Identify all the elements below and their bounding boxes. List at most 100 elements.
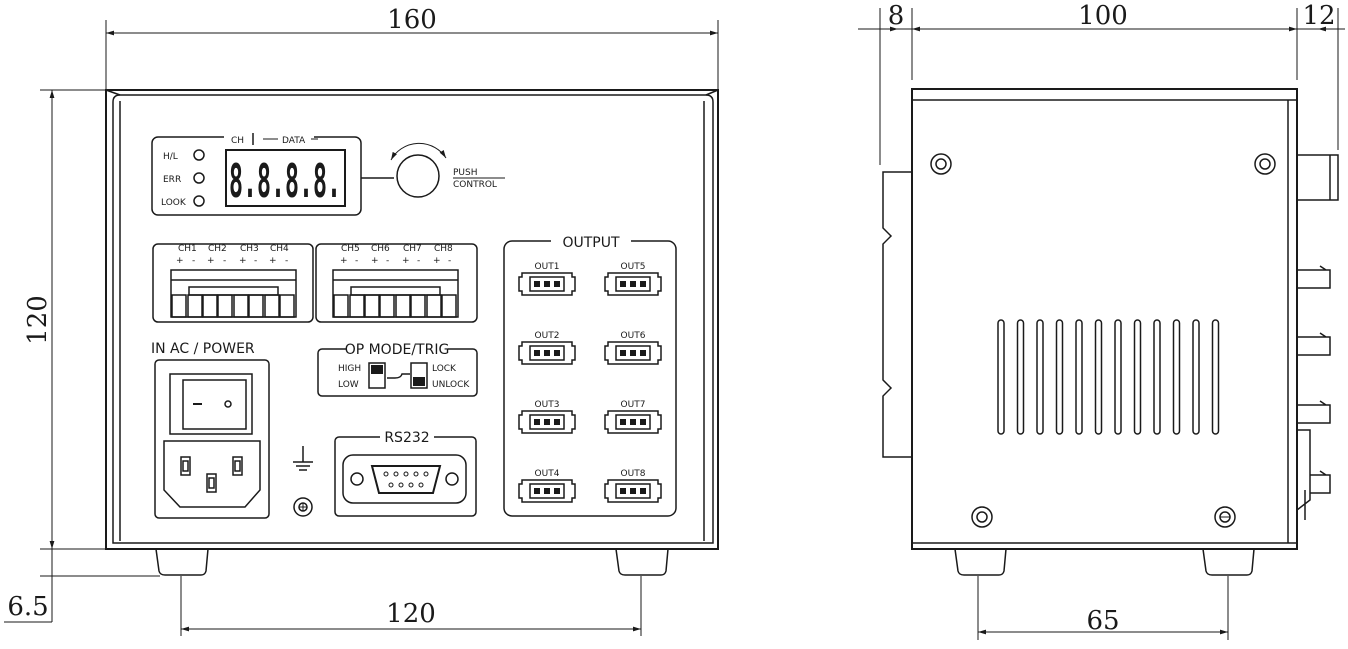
dim-side-depth: 100 [1078,1,1128,31]
polarity-plus: + [176,256,184,266]
side-connectors [1296,265,1331,520]
polarity-minus: - [448,256,451,266]
dim-side-left: 8 [888,1,905,31]
op-mode-title: OP MODE/TRIG [345,342,450,358]
push-label: PUSH [453,168,478,178]
terminal-ch1-label: CH1 [178,244,197,254]
lock-unlock-switch[interactable] [410,362,428,389]
data-label: DATA [282,136,306,146]
op-low-label: LOW [338,380,359,390]
ac-inlet-socket[interactable] [163,440,261,508]
rs232-panel: RS232 [334,430,477,517]
output-port[interactable]: OUT2 [518,331,576,365]
power-switch[interactable] [169,373,253,435]
power-section: IN AC / POWER [151,341,270,519]
front-view: 160 120 6.5 120 [4,5,719,636]
terminal-ch2-label: CH2 [208,244,227,254]
dimension-width-160: 160 [105,5,719,90]
terminal-ch6-label: CH6 [371,244,390,254]
vent-slot [1016,319,1025,435]
dim-front-height: 120 [23,295,53,345]
terminal-block-ch1-4[interactable]: CH1 CH2 CH3 CH4 + - + - + - + - [152,243,314,323]
terminal-ch8-label: CH8 [434,244,453,254]
vent-slot [1133,319,1142,435]
vent-slot [1153,319,1161,435]
seven-segment-display [225,149,346,207]
output-port[interactable]: OUT6 [604,331,662,365]
led-err-label: ERR [163,175,181,185]
vent-slot [1192,319,1200,435]
output-port-label: OUT4 [535,469,560,479]
front-housing [105,89,719,550]
terminal-ch7-label: CH7 [403,244,422,254]
dimension-foot-spacing-65: 65 [977,576,1229,640]
vent-slot [1075,319,1083,435]
polarity-minus: - [254,256,257,266]
vent-slot [1094,319,1103,435]
rs232-label: RS232 [384,430,429,446]
display-panel: CH DATA H/L ERR LOOK 8.8.8.8. [151,133,362,216]
led-look-label: LOOK [161,198,187,208]
polarity-plus: + [239,256,247,266]
dim-side-right: 12 [1302,1,1335,31]
side-view: 8 100 12 [858,1,1345,640]
polarity-minus: - [386,256,389,266]
dim-foot-spacing-front: 120 [386,599,436,629]
output-port-label: OUT6 [621,331,646,341]
dimension-foot-6-5: 6.5 [4,549,160,623]
led-err-indicator [193,172,205,184]
polarity-minus: - [355,256,358,266]
output-port[interactable]: OUT8 [604,469,662,503]
polarity-plus: + [433,256,441,266]
vent-slot [1036,319,1044,435]
polarity-plus: + [340,256,348,266]
dim-foot-spacing-side: 65 [1086,606,1119,636]
ground-icon [293,446,313,471]
op-lock-label: LOCK [432,364,457,374]
side-feet [954,548,1255,576]
polarity-plus: + [207,256,215,266]
vent-slot [1055,319,1064,435]
vent-slot [997,319,1005,435]
op-unlock-label: UNLOCK [432,380,470,390]
output-title: OUTPUT [562,235,620,251]
polarity-plus: + [371,256,379,266]
terminal-ch4-label: CH4 [270,244,289,254]
terminal-block-ch5-8[interactable]: CH5 CH6 CH7 CH8 + - + - + - + - [315,243,478,323]
output-port[interactable]: OUT3 [518,400,576,434]
output-port-label: OUT7 [621,400,646,410]
op-high-label: HIGH [338,364,361,374]
output-port[interactable]: OUT7 [604,400,662,434]
polarity-plus: + [402,256,410,266]
polarity-minus: - [417,256,420,266]
power-label: IN AC / POWER [151,341,255,357]
front-feet [155,548,669,576]
polarity-minus: - [285,256,288,266]
dim-foot-height: 6.5 [7,592,48,622]
ch-label: CH [231,136,244,146]
led-hl-label: H/L [163,152,178,162]
output-port-label: OUT5 [621,262,646,272]
dim-front-width: 160 [387,5,437,35]
ground-terminal[interactable] [293,446,313,517]
led-hl-indicator [193,149,205,161]
output-port-label: OUT3 [535,400,560,410]
control-label: CONTROL [453,180,497,190]
output-port-label: OUT2 [535,331,560,341]
vent-slots [997,319,1220,435]
vent-slot [1211,319,1220,435]
polarity-minus: - [223,256,226,266]
side-screws [930,153,1276,528]
push-control-knob[interactable]: PUSH CONTROL [361,142,505,198]
output-port[interactable]: OUT4 [518,469,576,503]
output-port[interactable]: OUT5 [604,262,662,296]
high-low-switch[interactable] [368,362,386,389]
led-digits: 8.8.8.8. [229,154,341,208]
side-housing [882,88,1339,550]
dimension-foot-spacing-120: 120 [180,576,642,636]
vent-slot [1172,319,1181,435]
db9-port[interactable] [342,454,467,504]
terminal-ch3-label: CH3 [240,244,259,254]
output-port[interactable]: OUT1 [518,262,576,296]
